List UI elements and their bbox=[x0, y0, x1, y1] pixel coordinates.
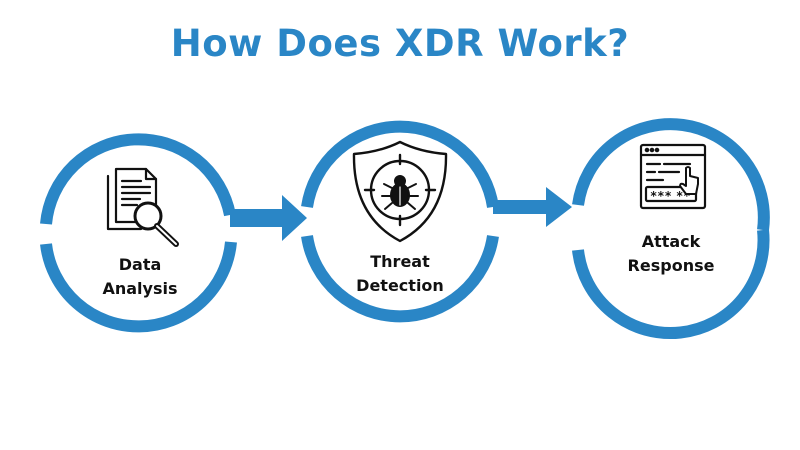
arrow-right-icon bbox=[230, 195, 307, 241]
shield-bug-icon bbox=[352, 140, 448, 243]
password-window-icon bbox=[639, 143, 707, 210]
step-label-line: Response bbox=[627, 256, 715, 275]
step-ring-threat-detection bbox=[301, 120, 499, 323]
step-label-line: Threat bbox=[370, 252, 430, 271]
arrow-right-icon bbox=[493, 187, 572, 227]
page-title: How Does XDR Work? bbox=[170, 22, 630, 65]
cursor-hand-icon bbox=[679, 166, 699, 195]
step-label-data-analysis: Data Analysis bbox=[70, 253, 210, 301]
document-magnifier-icon bbox=[106, 167, 179, 247]
step-ring-attack-response bbox=[572, 118, 770, 340]
svg-text:***: *** bbox=[650, 189, 672, 203]
step-label-attack-response: Attack Response bbox=[601, 230, 741, 278]
step-label-line: Detection bbox=[356, 276, 444, 295]
step-label-line: Analysis bbox=[102, 279, 178, 298]
step-label-line: Attack bbox=[641, 232, 701, 251]
step-label-threat-detection: Threat Detection bbox=[330, 250, 470, 298]
step-label-line: Data bbox=[118, 255, 162, 274]
bug-icon bbox=[381, 175, 419, 210]
step-ring-data-analysis bbox=[40, 133, 237, 333]
